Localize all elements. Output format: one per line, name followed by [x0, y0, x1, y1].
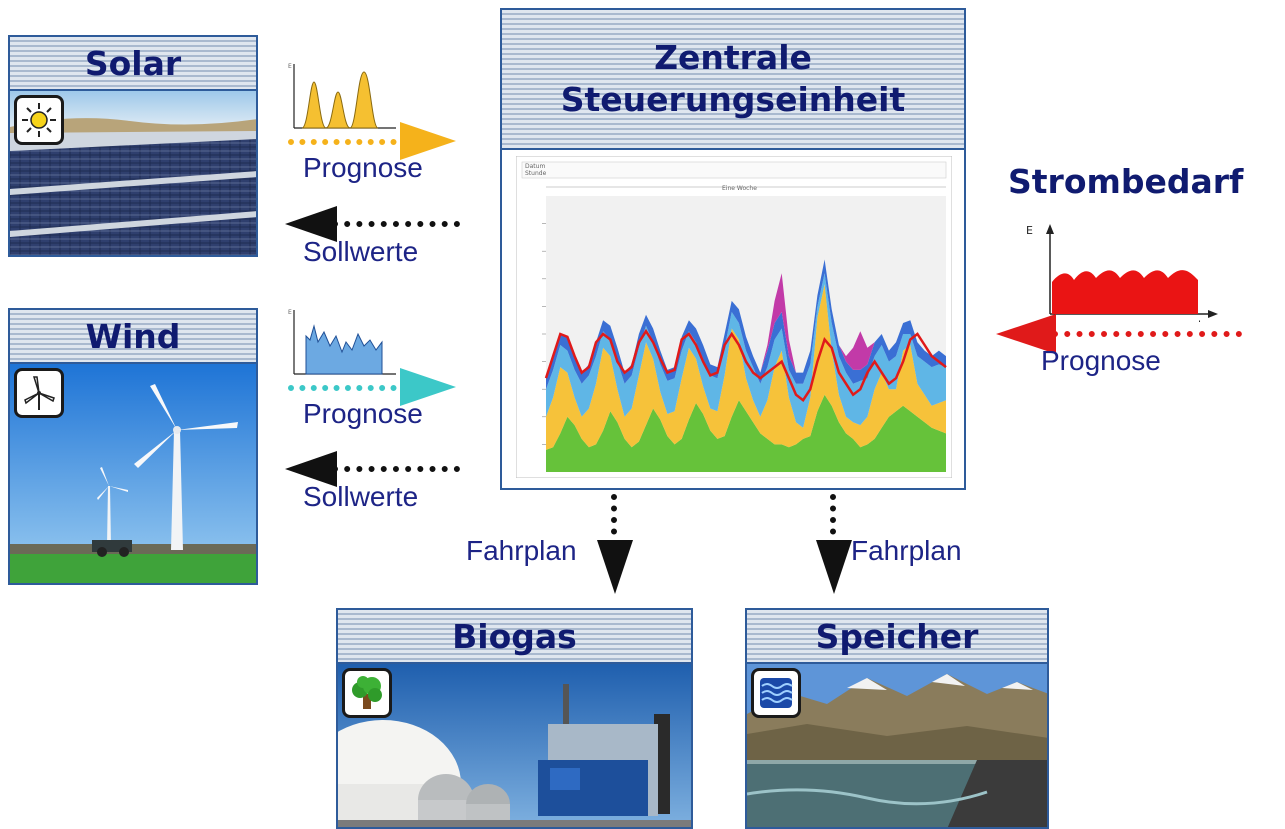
biogas-schedule-label: Fahrplan [466, 535, 577, 566]
solar-forecast-arrow-line [288, 139, 408, 145]
area-series-2 [546, 273, 946, 428]
storage-schedule-arrow-line [830, 494, 836, 546]
solar-photo [10, 91, 256, 255]
biogas-schedule-arrowhead [597, 540, 633, 594]
solar-forecast-label: Prognose [303, 152, 423, 183]
biogas-plant-image [338, 664, 691, 827]
central-title-line2: Steuerungseinheit [560, 80, 906, 119]
wind-setpoint-arrowhead [285, 451, 337, 487]
area-series-0 [546, 394, 946, 472]
wind-photo [10, 364, 256, 583]
wind-setpoint-arrow-line [332, 466, 460, 472]
wind-title-bar: Wind [10, 310, 256, 364]
wind-panel: Wind [8, 308, 258, 585]
wind-turbine-image [10, 364, 256, 583]
chart-week-label: Eine Woche [722, 185, 757, 192]
biogas-panel: Biogas [336, 608, 693, 829]
wind-turbine-large [134, 384, 238, 550]
wind-forecast-sparkline: E [288, 309, 396, 375]
demand-forecast-label: Prognose [1041, 345, 1161, 376]
svg-text:E: E [288, 309, 292, 316]
wind-forecast-arrow-line [288, 385, 408, 391]
solar-panel: Solar [8, 35, 258, 257]
demand-title: Strombedarf [1008, 162, 1244, 201]
storage-title-bar: Speicher [747, 610, 1047, 664]
demand-forecast-sparkline: E t [1026, 224, 1218, 322]
svg-text:E: E [288, 63, 292, 70]
central-control-panel: Zentrale Steuerungseinheit Datum Stunde … [500, 8, 966, 490]
area-series-1 [546, 284, 946, 450]
wind-title: Wind [85, 316, 181, 356]
wind-setpoint-label: Sollwerte [303, 481, 419, 512]
solar-setpoint-arrow-line [332, 221, 460, 227]
central-title-line1: Zentrale [654, 38, 812, 77]
biogas-schedule-arrow-line [611, 494, 617, 546]
biogas-photo [338, 664, 691, 827]
area-series-3 [546, 259, 946, 390]
demand-axis-y: E [1026, 224, 1033, 237]
demand-forecast-arrow-line [1052, 331, 1242, 337]
reservoir-image [747, 664, 1047, 827]
storage-title: Speicher [815, 616, 979, 656]
sun-icon [14, 95, 64, 145]
wind-forecast-arrowhead [400, 368, 456, 406]
solar-title: Solar [84, 43, 182, 83]
solar-field-image [10, 91, 256, 255]
tree-icon [342, 668, 392, 718]
demand-line [544, 328, 947, 403]
wind-turbine-small [97, 467, 128, 546]
storage-schedule-arrowhead [816, 540, 852, 594]
demand-forecast-arrowhead [996, 314, 1056, 354]
biogas-title-bar: Biogas [338, 610, 691, 664]
chart-date-label: Datum [525, 163, 545, 170]
chart-hour-label: Stunde [525, 170, 547, 177]
storage-schedule-label: Fahrplan [851, 535, 962, 566]
wind-turbine-icon [14, 368, 64, 418]
wind-forecast-label: Prognose [303, 398, 423, 429]
solar-setpoint-arrowhead [285, 206, 337, 242]
solar-setpoint-label: Sollwerte [303, 236, 419, 267]
central-title-bar: Zentrale Steuerungseinheit [502, 10, 964, 150]
generation-chart: Datum Stunde Eine Woche [516, 156, 952, 478]
water-waves-icon [751, 668, 801, 718]
storage-panel: Speicher [745, 608, 1049, 829]
storage-photo [747, 664, 1047, 827]
solar-title-bar: Solar [10, 37, 256, 91]
solar-forecast-sparkline: E [288, 63, 396, 129]
biogas-title: Biogas [452, 616, 577, 656]
solar-forecast-arrowhead [400, 122, 456, 160]
demand-axis-x: t [1198, 318, 1203, 322]
